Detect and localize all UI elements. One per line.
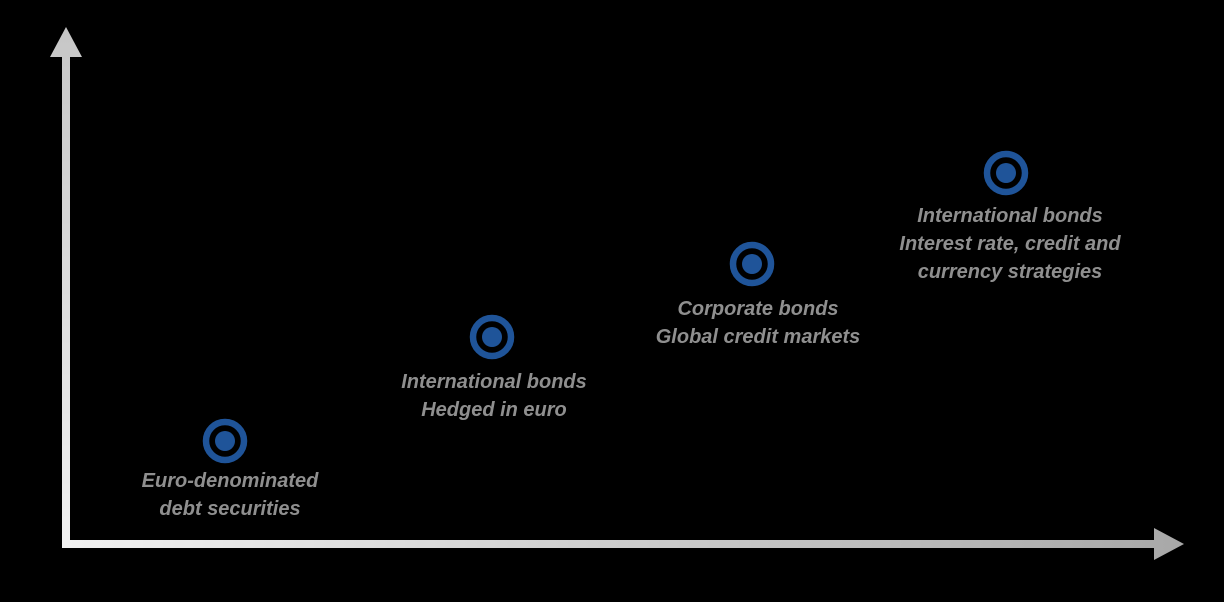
marker-ring [983, 150, 1029, 196]
data-point-marker-euro-denominated-debt-securities [202, 418, 248, 464]
x-axis-shaft [62, 540, 1156, 548]
y-axis-shaft [62, 50, 70, 548]
y-axis-arrowhead-icon [50, 27, 82, 57]
label-line: Interest rate, credit and [899, 233, 1121, 255]
label-line: Hedged in euro [421, 399, 567, 421]
label-line: Euro-denominated [141, 470, 319, 492]
marker-dot [482, 327, 502, 347]
label-line: International bonds [401, 371, 587, 393]
data-point-label-euro-denominated-debt-securities: Euro-denominated debt securities [142, 467, 319, 523]
x-axis-arrow [62, 528, 1184, 560]
marker-ring [202, 418, 248, 464]
data-point-marker-corporate-bonds-global-credit-markets [729, 241, 775, 287]
y-axis-arrow [50, 27, 82, 548]
marker-dot [215, 431, 235, 451]
marker-dot [996, 163, 1016, 183]
marker-ring [729, 241, 775, 287]
label-line: Global credit markets [655, 326, 861, 348]
label-line: Corporate bonds [677, 298, 839, 320]
marker-ring [469, 314, 515, 360]
marker-dot [742, 254, 762, 274]
data-point-marker-international-bonds-rate-credit-currency [983, 150, 1029, 196]
x-axis-arrowhead-icon [1154, 528, 1184, 560]
data-point-marker-international-bonds-hedged-in-euro [469, 314, 515, 360]
label-line: International bonds [917, 205, 1103, 227]
label-line: debt securities [159, 498, 301, 520]
label-line: currency strategies [917, 261, 1103, 283]
